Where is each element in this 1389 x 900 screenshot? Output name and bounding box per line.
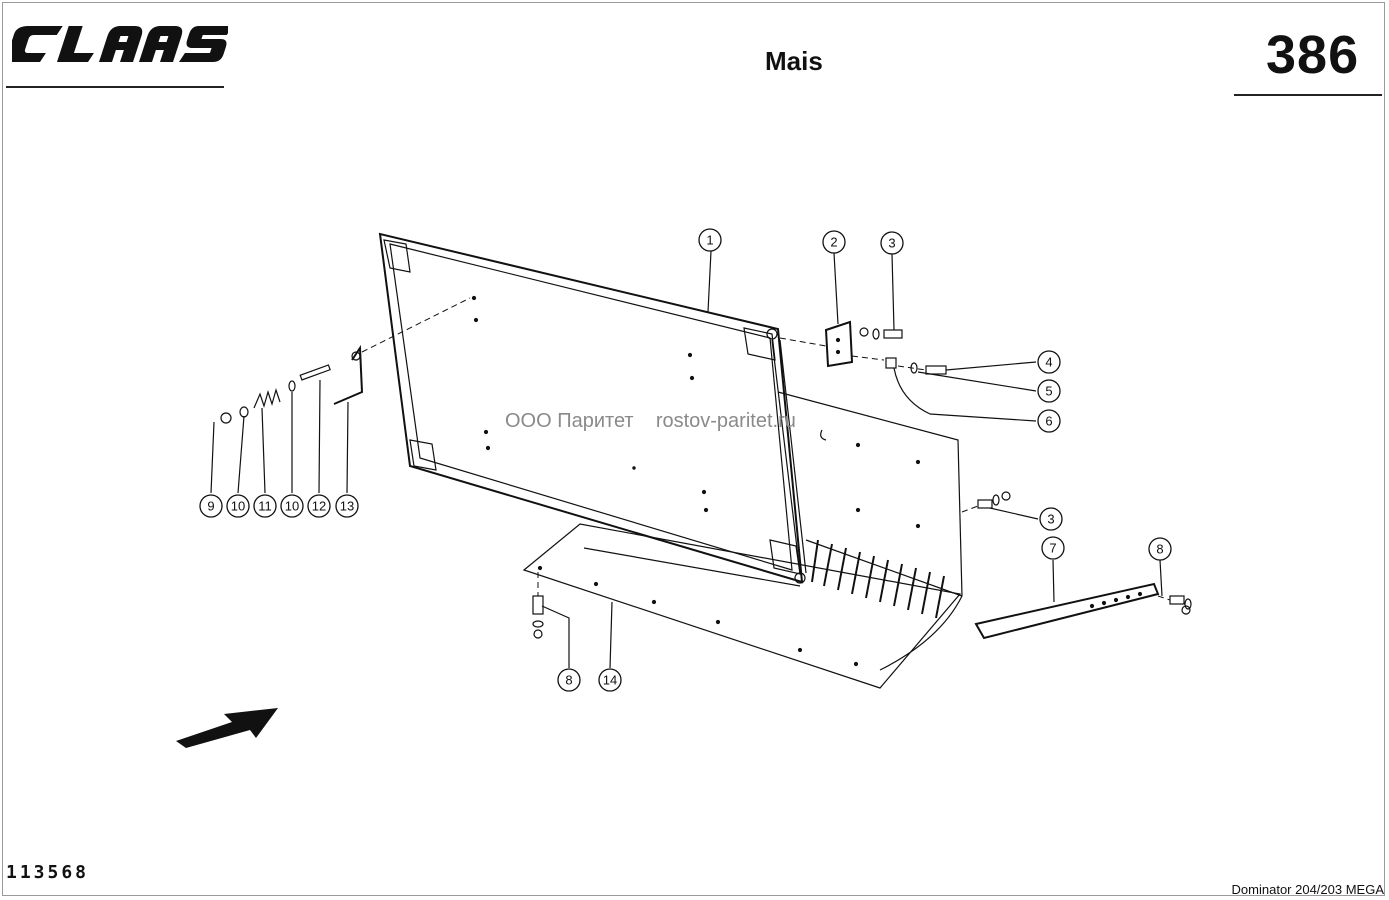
watermark-company: ООО Паритет <box>505 410 634 432</box>
svg-text:10: 10 <box>285 499 299 514</box>
svg-text:5: 5 <box>1045 384 1052 399</box>
svg-text:11: 11 <box>258 499 272 514</box>
callout-7: 7 <box>1041 536 1065 560</box>
watermark: ООО Паритет rostov-paritet.ru <box>505 410 796 433</box>
machine-model: Dominator 204/203 MEGA <box>1231 882 1384 897</box>
svg-text:14: 14 <box>603 673 617 688</box>
svg-text:8: 8 <box>1156 542 1163 557</box>
svg-text:8: 8 <box>565 673 572 688</box>
page-number: 386 <box>1266 25 1360 85</box>
callout-13: 13 <box>335 494 359 518</box>
callout-3-side: 3 <box>1039 507 1063 531</box>
svg-text:6: 6 <box>1045 414 1052 429</box>
logo-underline <box>6 86 224 88</box>
side-bolt-assembly <box>961 491 1011 513</box>
spring-assembly <box>220 297 471 424</box>
callout-8-bottom: 8 <box>557 668 581 692</box>
claas-logo <box>6 22 233 71</box>
svg-text:3: 3 <box>888 236 895 251</box>
bottom-bolt-assembly <box>532 572 544 639</box>
adjustment-strip <box>974 582 1192 640</box>
callout-11: 11 <box>253 494 277 518</box>
callout-14: 14 <box>598 668 622 692</box>
callout-4: 4 <box>1037 350 1061 374</box>
svg-text:3: 3 <box>1047 512 1054 527</box>
svg-text:9: 9 <box>207 499 214 514</box>
callout-8-right: 8 <box>1148 537 1172 561</box>
svg-text:10: 10 <box>231 499 245 514</box>
callout-12: 12 <box>307 494 331 518</box>
svg-text:4: 4 <box>1045 355 1052 370</box>
svg-text:13: 13 <box>340 499 354 514</box>
callout-5: 5 <box>1037 379 1061 403</box>
callout-1: 1 <box>698 228 722 252</box>
drawing-number: 113568 <box>6 862 90 883</box>
mounting-plate-assembly <box>779 320 947 375</box>
leader-lines <box>210 250 1163 669</box>
callout-2: 2 <box>822 230 846 254</box>
callout-9: 9 <box>199 494 223 518</box>
svg-text:12: 12 <box>312 499 326 514</box>
panel-frame <box>378 232 807 584</box>
callout-10-a: 10 <box>226 494 250 518</box>
svg-text:2: 2 <box>830 235 837 250</box>
direction-arrow-icon <box>176 708 278 748</box>
svg-text:7: 7 <box>1049 541 1056 556</box>
claas-logo-wordmark <box>6 26 233 62</box>
callout-10-b: 10 <box>280 494 304 518</box>
sheet-title: Mais <box>765 46 823 76</box>
rear-deflector-sheet <box>777 391 963 671</box>
svg-text:1: 1 <box>706 233 713 248</box>
bottom-plate <box>522 523 962 689</box>
callout-6: 6 <box>1037 409 1061 433</box>
callout-3-top: 3 <box>880 231 904 255</box>
page-number-underline <box>1234 94 1382 96</box>
watermark-site: rostov-paritet.ru <box>655 410 796 432</box>
